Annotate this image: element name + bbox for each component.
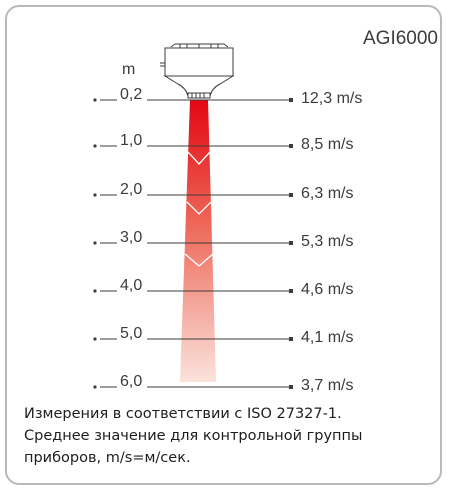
measurement-row: 3,0 5,3 m/s	[93, 229, 353, 250]
row-start-dot	[93, 193, 97, 197]
flow-chevron	[187, 151, 211, 165]
velocity-value: 12,3 m/s	[301, 90, 362, 107]
caption: Измерения в соответствии с ISO 27327-1. …	[24, 403, 429, 469]
air-jet	[180, 100, 216, 382]
flow-chevron	[184, 253, 214, 267]
model-label: AGI6000	[363, 28, 438, 49]
velocity-value: 8,5 m/s	[301, 136, 353, 153]
distance-value: 3,0	[120, 229, 142, 246]
row-start-dot	[93, 385, 97, 389]
measurement-row: 5,0 4,1 m/s	[93, 325, 353, 346]
caption-line-2: Среднее значение для контрольной группы	[24, 428, 363, 444]
distance-value: 6,0	[120, 373, 142, 390]
diagram-card	[5, 5, 442, 485]
caption-line-3: приборов, m/s=м/сек.	[24, 450, 191, 466]
distance-value: 5,0	[120, 325, 142, 342]
velocity-value: 5,3 m/s	[301, 233, 353, 250]
row-end-marker	[289, 193, 293, 197]
device-icon	[160, 43, 235, 99]
row-end-marker	[289, 241, 293, 245]
row-start-dot	[93, 337, 97, 341]
flow-chevron	[186, 201, 212, 215]
distance-value: 2,0	[120, 181, 142, 198]
row-start-dot	[93, 289, 97, 293]
flow-chevrons	[184, 151, 214, 267]
velocity-value: 4,1 m/s	[301, 329, 353, 346]
velocity-value: 6,3 m/s	[301, 185, 353, 202]
caption-line-1: Измерения в соответствии с ISO 27327-1.	[24, 406, 342, 422]
distance-value: 4,0	[120, 277, 142, 294]
row-end-marker	[289, 385, 293, 389]
distance-unit-label: m	[122, 61, 135, 78]
measurement-row: 1,0 8,5 m/s	[93, 132, 353, 153]
row-end-marker	[289, 289, 293, 293]
velocity-value: 3,7 m/s	[301, 377, 353, 394]
distance-value: 1,0	[120, 132, 142, 149]
distance-value: 0,2	[120, 86, 142, 103]
row-end-marker	[289, 144, 293, 148]
measurement-row: 2,0 6,3 m/s	[93, 181, 353, 202]
row-start-dot	[93, 98, 97, 102]
row-start-dot	[93, 144, 97, 148]
row-end-marker	[289, 98, 293, 102]
row-end-marker	[289, 337, 293, 341]
measurement-row: 6,0 3,7 m/s	[93, 373, 353, 394]
measurement-row: 0,2 12,3 m/s	[93, 86, 362, 107]
velocity-value: 4,6 m/s	[301, 281, 353, 298]
measurement-row: 4,0 4,6 m/s	[93, 277, 353, 298]
row-start-dot	[93, 241, 97, 245]
measurement-rows: 0,2 12,3 m/s 1,0 8,5 m/s 2,0 6,3 m/s 3,0 5,3 m/…	[93, 86, 362, 394]
